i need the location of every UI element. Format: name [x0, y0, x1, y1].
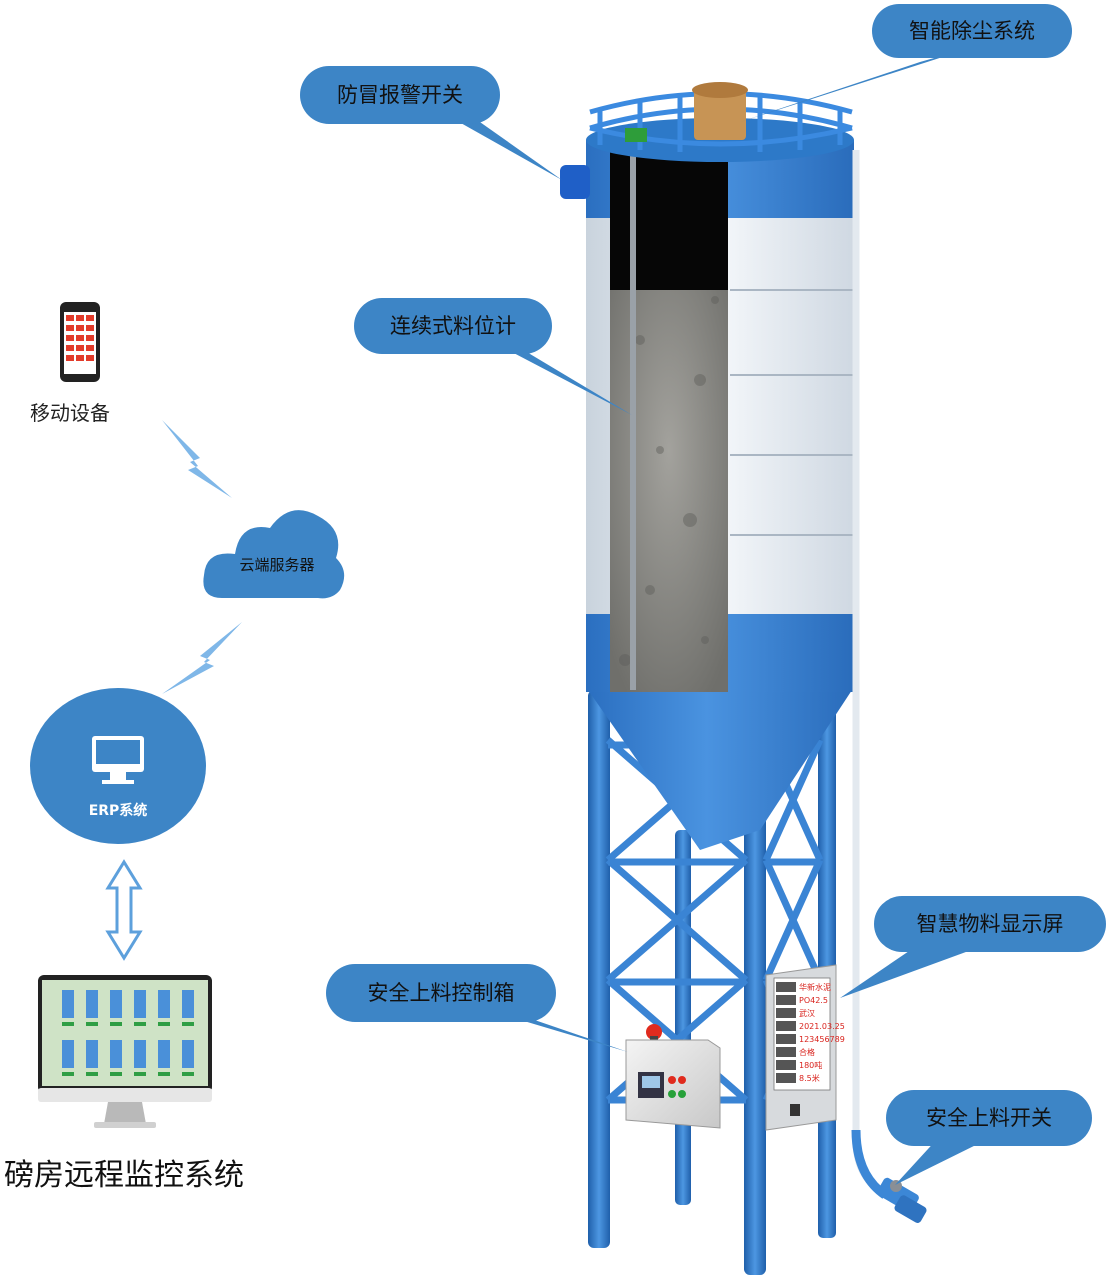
callout-control-label: 安全上料控制箱: [368, 981, 515, 1005]
remote-monitor-label: 磅房远程监控系统: [4, 1158, 244, 1193]
display-row-value: 8.5米: [799, 1073, 820, 1083]
display-row-key: [776, 982, 796, 992]
display-row-value: 合格: [799, 1047, 815, 1057]
display-row-value: 123456789: [799, 1035, 845, 1044]
display-row-key: [776, 1073, 796, 1083]
dust-collector: [694, 90, 746, 140]
display-row-key: [776, 995, 796, 1005]
callout-dust-label: 智能除尘系统: [909, 19, 1035, 43]
material-fill: [610, 290, 728, 692]
display-row-key: [776, 1034, 796, 1044]
callout-dust: 智能除尘系统: [740, 4, 1072, 122]
erp-label: ERP系统: [89, 802, 148, 819]
remote-monitor-icon: [38, 975, 212, 1128]
double-arrow-icon: [105, 859, 143, 961]
level-gauge-probe: [630, 150, 636, 690]
callout-level: 连续式料位计: [354, 298, 632, 415]
display-row-value: 华新水泥: [799, 982, 831, 992]
callout-alarm: 防冒报警开关: [300, 66, 562, 180]
callout-control: 安全上料控制箱: [326, 964, 628, 1052]
silo-cone: [588, 690, 852, 850]
cloud-label: 云端服务器: [239, 556, 314, 574]
display-row-value: PO42.5: [799, 996, 828, 1005]
safety-feed-valve: [877, 1177, 927, 1223]
callout-switch-label: 安全上料开关: [926, 1106, 1052, 1130]
callout-switch: 安全上料开关: [886, 1090, 1092, 1185]
display-row-key: [776, 1047, 796, 1057]
display-row-value: 2021.03.25: [799, 1022, 845, 1031]
material-display-panel: 华新水泥 PO42.5 武汉 2021.03.25 123456789 合格 180吨 8.5…: [765, 964, 845, 1131]
silo-cutaway-empty: [610, 140, 728, 292]
cloud-server-icon: 云端服务器: [203, 510, 345, 599]
display-row-key: [776, 1021, 796, 1031]
mobile-phone-icon: [60, 302, 100, 382]
callout-alarm-label: 防冒报警开关: [337, 83, 463, 107]
erp-system-node: ERP系统: [30, 688, 206, 844]
display-row-value: 180吨: [799, 1060, 822, 1070]
mobile-device-label: 移动设备: [30, 401, 110, 425]
monitor-icon: [92, 736, 144, 784]
callout-display-label: 智慧物料显示屏: [917, 912, 1064, 936]
overflow-alarm-switch: [560, 165, 590, 199]
display-row-key: [776, 1060, 796, 1070]
feed-pipe: [852, 150, 883, 1193]
safety-control-box: [625, 1024, 721, 1129]
callout-level-label: 连续式料位计: [390, 314, 516, 338]
wireless-link-icon: [162, 622, 242, 694]
display-row-value: 武汉: [799, 1008, 815, 1018]
silo: [560, 82, 927, 1275]
display-row-key: [776, 1008, 796, 1018]
callout-display: 智慧物料显示屏: [840, 896, 1106, 998]
wireless-link-icon: [162, 420, 232, 498]
